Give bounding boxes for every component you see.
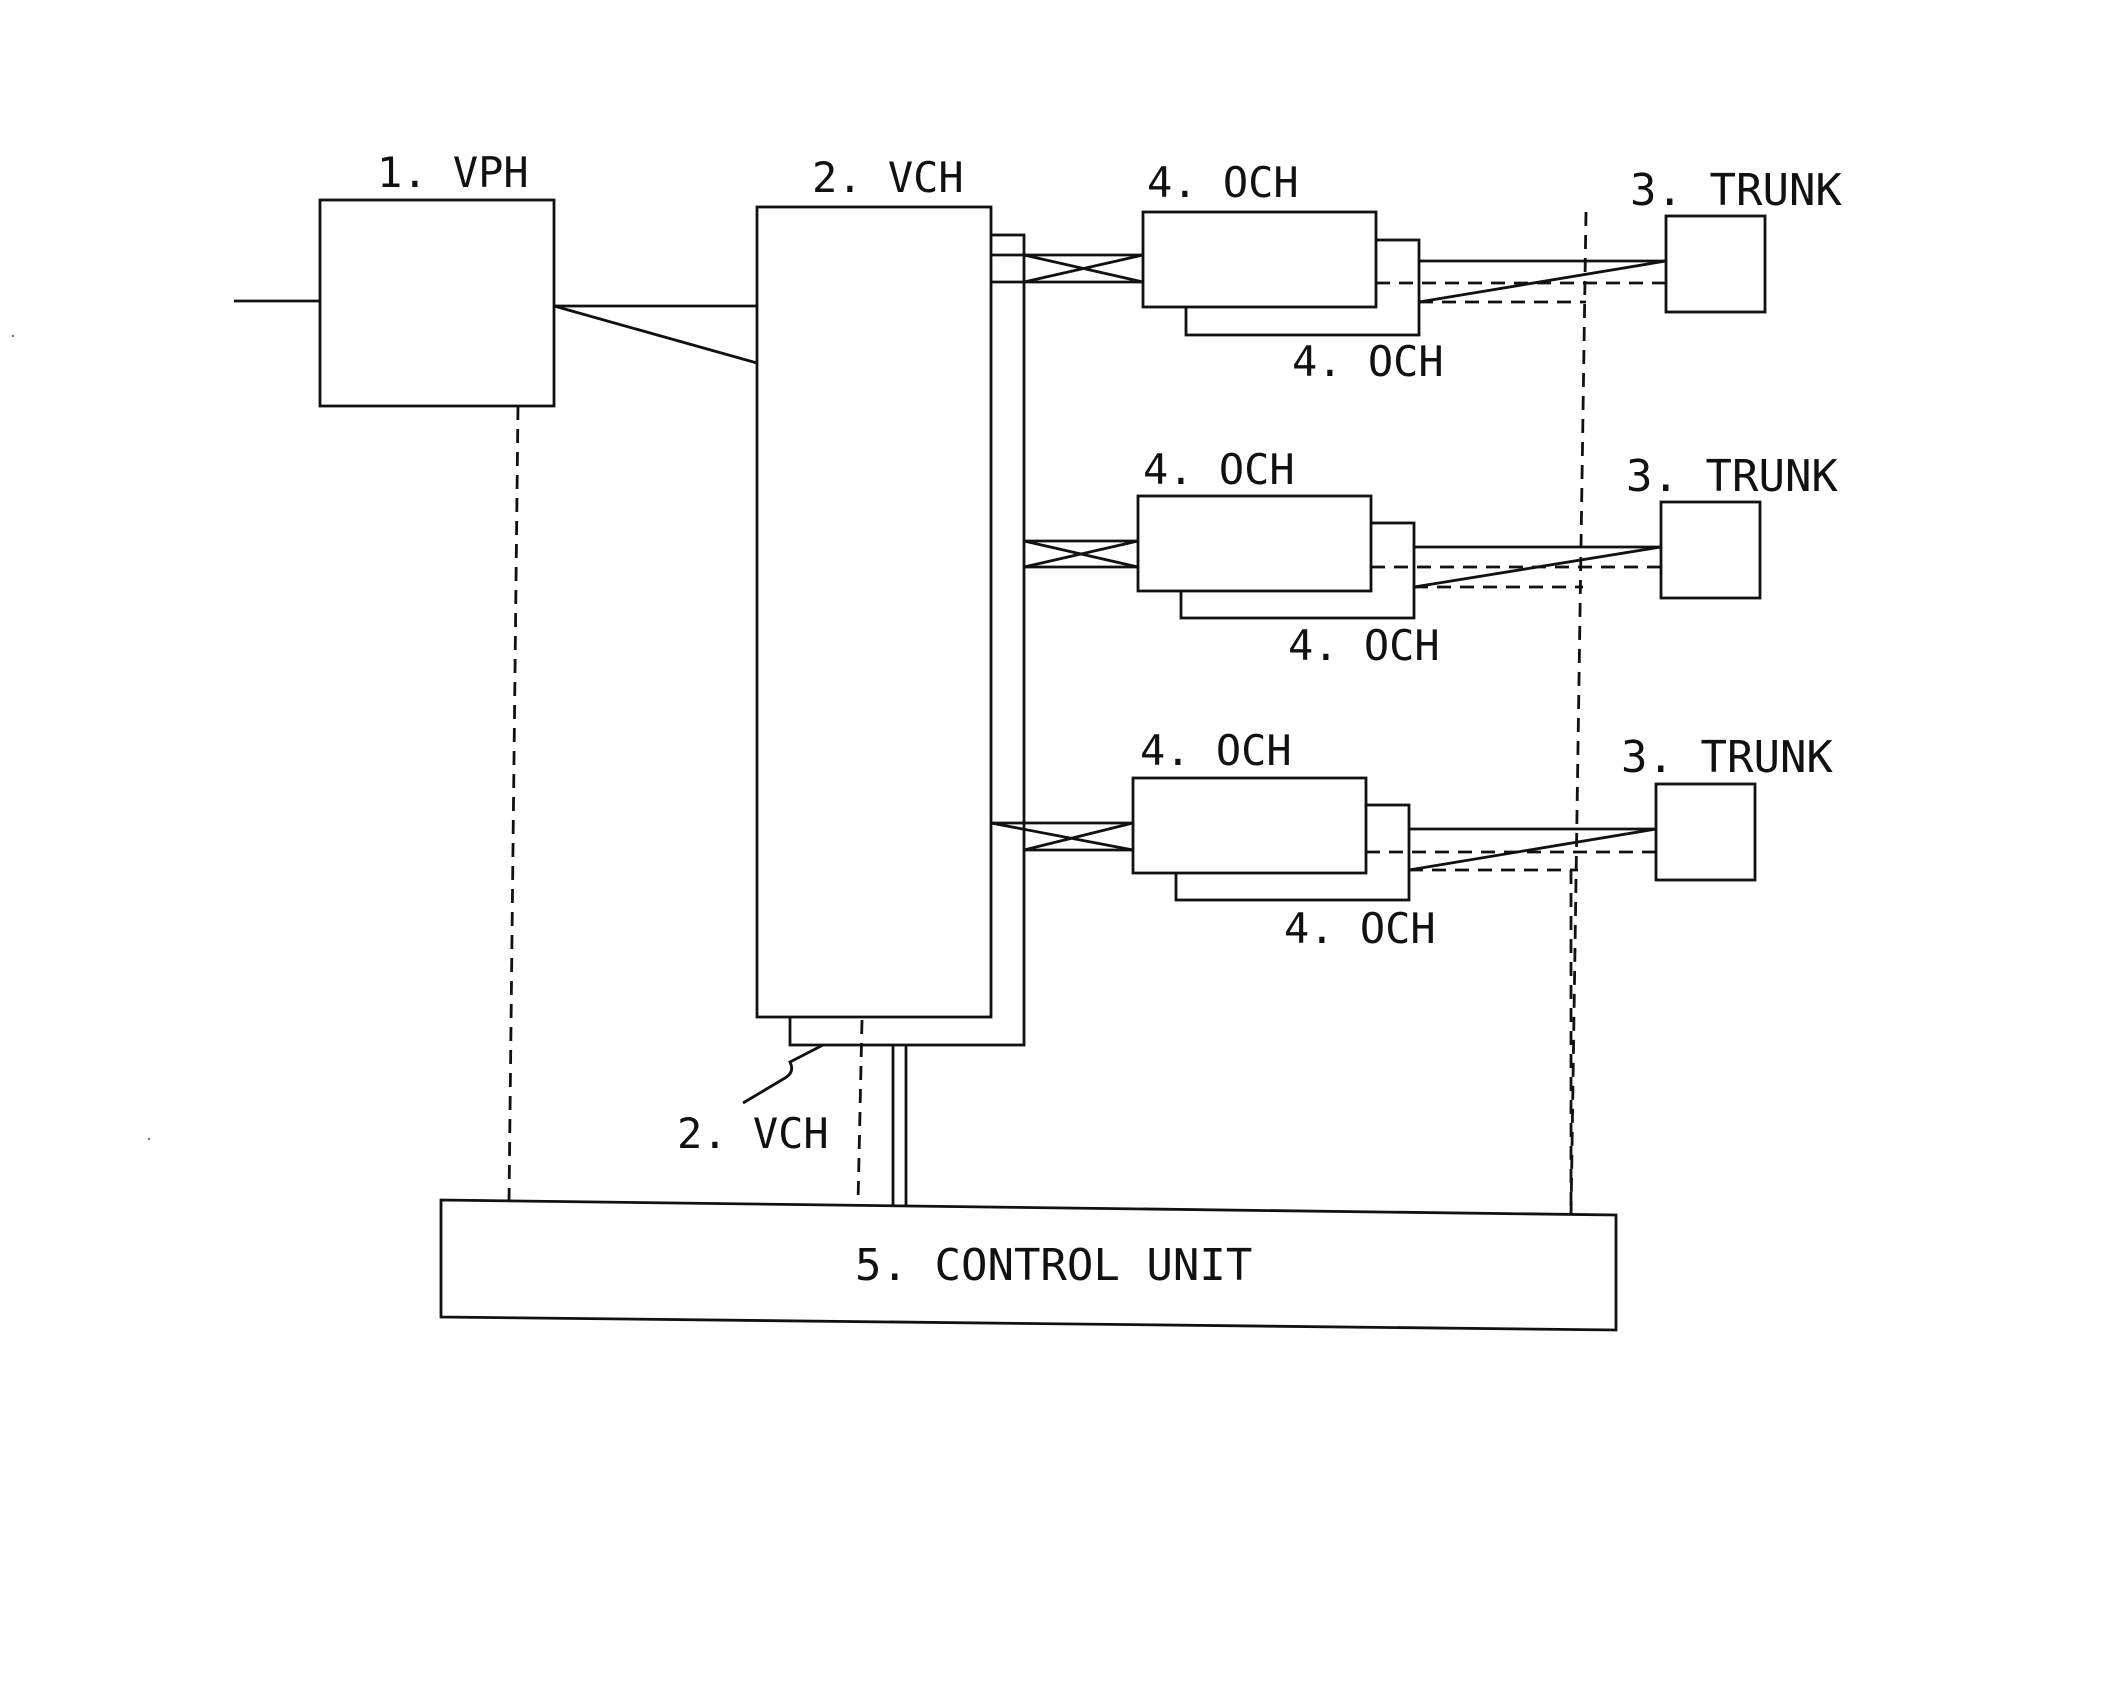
vph-label: 1. VPH: [377, 148, 529, 197]
och-label: 4. OCH: [1292, 337, 1444, 386]
och-label: 4. OCH: [1143, 445, 1295, 494]
trunk-label: 3. TRUNK: [1621, 732, 1833, 783]
control-unit-block: 5. CONTROL UNIT: [441, 1200, 1616, 1330]
och-row-3: 4. OCH 4. OCH 3. TRUNK: [991, 726, 1833, 953]
och-label: 4. OCH: [1147, 158, 1299, 207]
och-label: 4. OCH: [1284, 904, 1436, 953]
control-unit-label: 5. CONTROL UNIT: [855, 1240, 1252, 1291]
och-label: 4. OCH: [1288, 621, 1440, 670]
och-label: 4. OCH: [1140, 726, 1292, 775]
vch-block: 2. VCH 2. VCH: [677, 153, 1024, 1158]
vph-vch-links: [554, 306, 757, 363]
vch-label-bottom: 2. VCH: [677, 1109, 829, 1158]
scan-speck: [148, 1138, 150, 1140]
vph-block: 1. VPH: [234, 148, 554, 406]
vch-label-top: 2. VCH: [812, 153, 964, 202]
trunk-label: 3. TRUNK: [1630, 165, 1842, 216]
och-row-2: 4. OCH 4. OCH 3. TRUNK: [1024, 445, 1838, 670]
scan-speck: [12, 335, 14, 337]
trunk-label: 3. TRUNK: [1626, 451, 1838, 502]
och-row-1: 4. OCH 4. OCH 3. TRUNK: [991, 158, 1842, 386]
